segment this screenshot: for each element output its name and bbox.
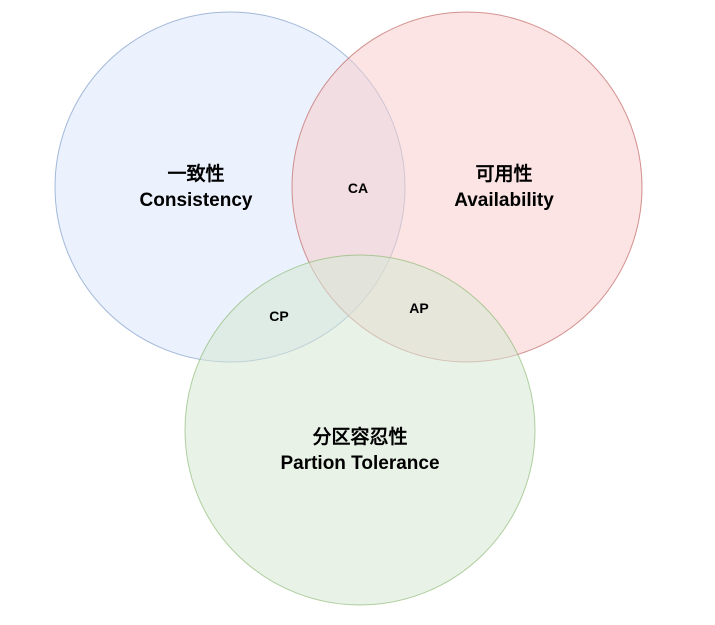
partition-tolerance-circle xyxy=(184,254,536,606)
availability-title-en: Availability xyxy=(454,190,554,211)
consistency-title-en: Consistency xyxy=(139,190,253,211)
ap-label: AP xyxy=(409,300,429,316)
partition-label: 分区容忍性 Partion Tolerance xyxy=(280,425,439,477)
ca-label: CA xyxy=(347,180,369,196)
partition-title-cn: 分区容忍性 xyxy=(312,427,408,448)
cp-label: CP xyxy=(269,308,289,324)
partition-title-en: Partion Tolerance xyxy=(280,453,440,474)
consistency-title-cn: 一致性 xyxy=(167,164,225,185)
availability-label: 可用性 Availability xyxy=(454,162,554,214)
availability-title-cn: 可用性 xyxy=(475,164,533,185)
consistency-label: 一致性 Consistency xyxy=(140,162,253,214)
